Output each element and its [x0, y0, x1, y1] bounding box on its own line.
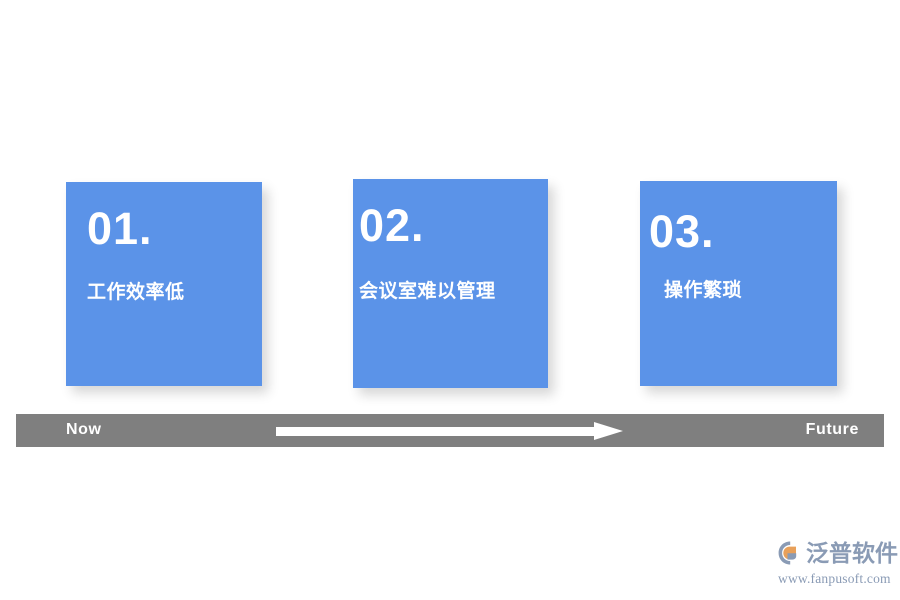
problem-card-3[interactable]: 03. 操作繁琐 [640, 181, 837, 386]
arrow-shaft [276, 427, 596, 436]
card-number-1: 01. [87, 203, 153, 254]
logo-company-name: 泛普软件 [806, 539, 898, 566]
brand-logo: 泛普软件 www.fanpusoft.com [777, 536, 898, 592]
card-number-2: 02. [359, 200, 425, 251]
logo-row: 泛普软件 [777, 536, 898, 570]
problem-card-2[interactable]: 02. 会议室难以管理 [353, 179, 548, 388]
card-number-3: 03. [649, 206, 715, 257]
card-label-2: 会议室难以管理 [359, 281, 496, 302]
timeline-start-label: Now [66, 421, 102, 438]
card-label-1: 工作效率低 [87, 282, 185, 303]
right-arrow-icon [276, 422, 623, 440]
logo-website-url: www.fanpusoft.com [778, 571, 891, 586]
timeline-bar: Now Future [16, 414, 884, 447]
arrow-head [594, 422, 623, 440]
timeline-end-label: Future [805, 421, 859, 438]
card-label-3: 操作繁琐 [664, 280, 743, 301]
problem-card-1[interactable]: 01. 工作效率低 [66, 182, 262, 386]
fanpu-swoosh-icon [777, 540, 803, 566]
